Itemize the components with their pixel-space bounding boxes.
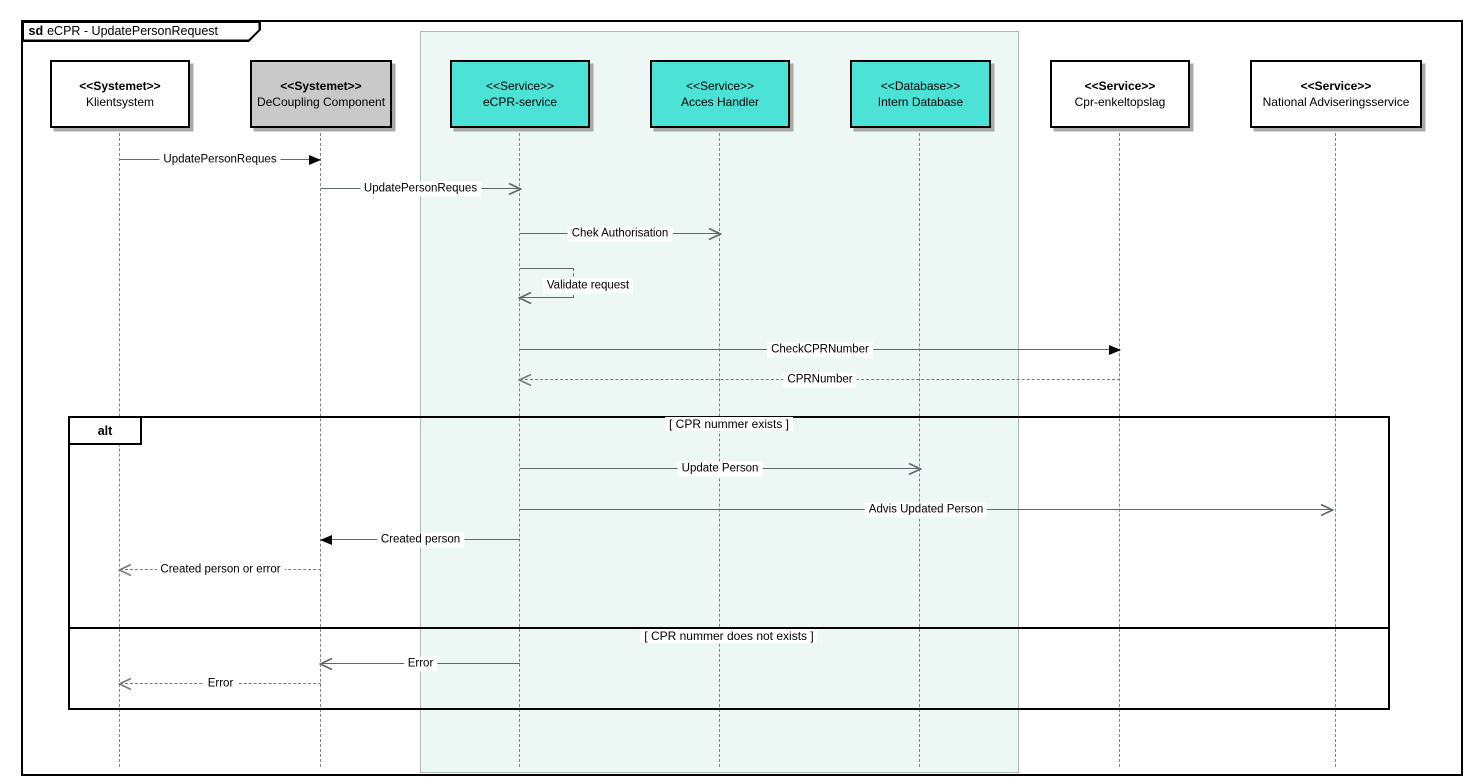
message-label: Created person [376,532,465,548]
arrowhead-open-icon [118,677,132,691]
participant-name: eCPR-service [482,95,557,109]
message-label: Created person or error [156,562,285,578]
arrowhead-filled-icon [320,534,332,545]
participant-decoupling-component: <<Systemet>> DeCoupling Component [250,60,392,128]
frame-title-tab: sd eCPR - UpdatePersonRequest [21,20,261,42]
participant-intern-database: <<Database>> Intern Database [850,60,991,128]
lifeline-klientsystem [119,128,120,767]
participant-stereotype: <<Service>> [1084,79,1156,93]
lifeline-decoupling-component [320,128,321,767]
participant-stereotype: <<Service>> [685,79,755,93]
frame-title: sd eCPR - UpdatePersonRequest [24,23,259,40]
frame-title-text: eCPR - UpdatePersonRequest [47,24,219,38]
arrowhead-open-icon [319,657,333,671]
participant-name: Acces Handler [680,95,760,109]
message-line [520,297,574,298]
lifeline-ecpr-service [519,128,520,767]
guard-cpr-not-exists: [ CPR nummer does not exists ] [640,629,818,643]
participant-cpr-enkeltopslag: <<Service>> Cpr-enkeltopslag [1050,60,1190,128]
participant-acces-handler: <<Service>> Acces Handler [650,60,790,128]
participant-stereotype: <<Database>> [880,79,961,93]
arrowhead-open-icon [708,227,722,241]
participant-stereotype: <<Systemet>> [79,79,161,93]
participant-name: DeCoupling Component [256,95,386,109]
message-label: CheckCPRNumber [767,342,873,358]
participant-name: Intern Database [877,95,964,109]
arrowhead-open-icon [518,291,532,305]
guard-cpr-exists: [ CPR nummer exists ] [664,417,794,431]
frame-keyword: sd [28,24,44,38]
message-label: Validate request [542,278,634,294]
participant-klientsystem: <<Systemet>> Klientsystem [50,60,190,128]
lifeline-cpr-enkeltopslag [1119,128,1120,767]
participant-name: Klientsystem [85,95,155,109]
message-label: UpdatePersonReques [359,181,482,197]
alt-operator-label: alt [68,416,142,445]
participant-national-adviseringsservice: <<Service>> National Adviseringsservice [1250,60,1422,128]
self-message-top-line [520,268,574,269]
message-label: Error [403,656,438,672]
arrowhead-open-icon [508,182,522,196]
arrowhead-filled-icon [1109,344,1121,355]
message-label: Update Person [677,461,763,477]
participant-stereotype: <<Systemet>> [280,79,362,93]
message-label: Error [203,676,238,692]
participant-name: Cpr-enkeltopslag [1074,95,1166,109]
message-label: Advis Updated Person [864,502,988,518]
participant-name: National Adviseringsservice [1262,95,1410,109]
arrowhead-open-icon [908,462,922,476]
arrowhead-open-icon [1320,503,1334,517]
lifeline-national-adviseringsservice [1335,128,1336,767]
participant-ecpr-service: <<Service>> eCPR-service [450,60,590,128]
alt-fragment-divider [68,627,1390,629]
arrowhead-filled-icon [309,154,321,165]
arrowhead-open-icon [518,373,532,387]
message-label: Chek Authorisation [567,226,673,242]
participant-stereotype: <<Service>> [485,79,555,93]
arrowhead-open-icon [118,563,132,577]
message-label: UpdatePersonReques [159,152,281,168]
participant-stereotype: <<Service>> [1300,79,1372,93]
lifeline-acces-handler [719,128,720,767]
lifeline-intern-database [919,128,920,767]
message-label: CPRNumber [783,372,857,388]
